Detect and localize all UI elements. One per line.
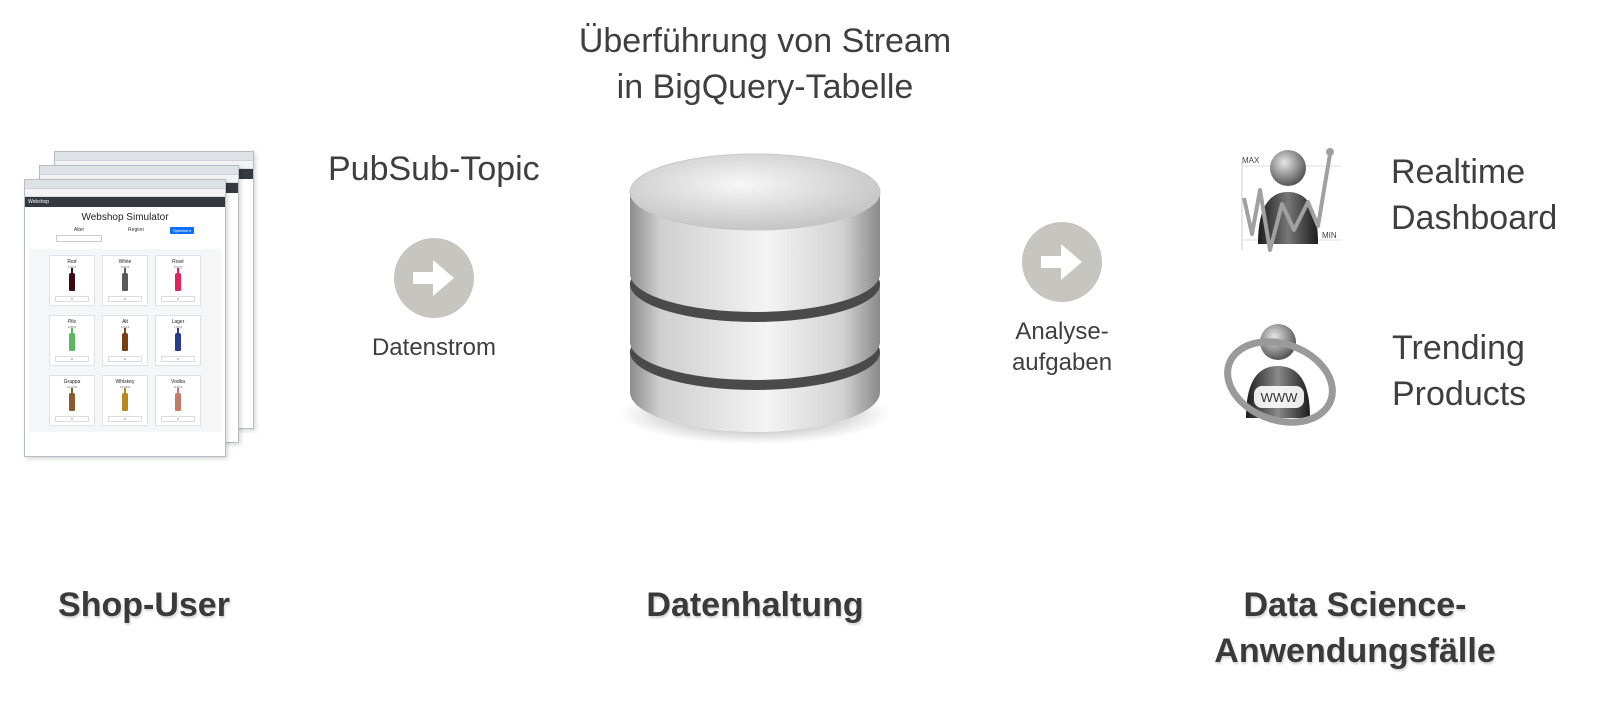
product-price: 1,00 € xyxy=(173,325,183,329)
product-name: Pils xyxy=(67,319,77,325)
product-price: 6,00 € xyxy=(120,265,130,269)
webshop-window-front: Webshop Webshop Simulator Alter Region S… xyxy=(24,179,226,457)
age-input[interactable] xyxy=(56,235,103,242)
product-price: 0,80 € xyxy=(67,325,77,329)
product-price: 5,90 € xyxy=(67,265,77,269)
chart-max-label: MAX xyxy=(1242,156,1260,165)
database-icon xyxy=(620,153,890,444)
chart-min-label: MIN xyxy=(1322,231,1337,240)
datenstrom-arrow-icon xyxy=(394,238,474,318)
bottle-icon xyxy=(69,388,75,411)
quantity-input[interactable]: 0 xyxy=(161,356,195,362)
realtime-line2: Dashboard xyxy=(1391,199,1558,237)
product-price: 24,99 € xyxy=(119,385,130,389)
filter-age-label: Alter xyxy=(73,227,85,233)
stream-title: Überführung von Stream in BigQuery-Tabel… xyxy=(560,18,970,110)
save-filter-button[interactable]: Speichern xyxy=(169,227,194,234)
realtime-dashboard-icon: MAX MIN xyxy=(1241,148,1341,252)
bottle-icon xyxy=(175,268,181,291)
product-price: 12,00 € xyxy=(66,385,77,389)
analyse-label-line2: aufgaben xyxy=(1011,349,1113,376)
pubsub-topic-label: PubSub-Topic xyxy=(328,150,540,188)
quantity-input[interactable]: 0 xyxy=(108,356,142,362)
quantity-input[interactable]: 0 xyxy=(161,296,195,302)
product-name: Grappa xyxy=(63,379,81,385)
quantity-input[interactable]: 0 xyxy=(55,296,89,302)
product-name: Rosé xyxy=(172,259,184,265)
product-name: Alt xyxy=(122,319,128,325)
shop-user-label: Shop-User xyxy=(58,586,230,624)
trending-line1: Trending xyxy=(1392,329,1525,367)
product-price: 9,49 € xyxy=(173,385,183,389)
globe-www-text: WWW xyxy=(1261,390,1299,405)
data-science-line2: Anwendungsfälle xyxy=(1214,632,1496,670)
product-name: Whiskey xyxy=(115,379,135,385)
bottle-icon xyxy=(175,328,181,351)
quantity-input[interactable]: 0 xyxy=(108,416,142,422)
product-name: White xyxy=(118,259,132,265)
bottle-icon xyxy=(69,328,75,351)
quantity-input[interactable]: 0 xyxy=(161,416,195,422)
quantity-input[interactable]: 0 xyxy=(108,296,142,302)
filter-region-label: Region xyxy=(128,227,144,233)
webshop-title: Webshop Simulator xyxy=(81,212,169,223)
bottle-icon xyxy=(122,328,128,351)
bottle-icon xyxy=(69,268,75,291)
trending-products-label: Trending Products xyxy=(1392,325,1526,417)
data-science-line1: Data Science- xyxy=(1243,586,1467,624)
quantity-input[interactable]: 0 xyxy=(55,356,89,362)
realtime-line1: Realtime xyxy=(1391,153,1526,191)
analyse-label: Analyse- aufgaben xyxy=(980,316,1144,378)
quantity-input[interactable]: 0 xyxy=(55,416,89,422)
stream-title-line1: Überführung von Stream xyxy=(578,22,952,60)
datenstrom-label: Datenstrom xyxy=(371,334,497,361)
product-price: 0,90 € xyxy=(120,325,130,329)
stream-title-line2: in BigQuery-Tabelle xyxy=(616,68,914,106)
trending-line2: Products xyxy=(1392,375,1527,413)
product-price: 5,90 € xyxy=(173,265,183,269)
datenhaltung-label: Datenhaltung xyxy=(646,586,864,624)
bottle-icon xyxy=(175,388,181,411)
bottle-icon xyxy=(122,388,128,411)
realtime-dashboard-label: Realtime Dashboard xyxy=(1391,149,1557,241)
webshop-nav: Webshop xyxy=(25,197,225,207)
product-name: Vodka xyxy=(171,379,185,385)
bottle-icon xyxy=(122,268,128,291)
data-science-label: Data Science- Anwendungsfälle xyxy=(1180,582,1530,674)
analyse-arrow-icon xyxy=(1022,222,1102,302)
product-name: Lager xyxy=(171,319,185,325)
product-name: Red xyxy=(67,259,77,265)
analyse-label-line1: Analyse- xyxy=(1015,318,1109,345)
trending-products-icon: WWW xyxy=(1224,324,1336,426)
